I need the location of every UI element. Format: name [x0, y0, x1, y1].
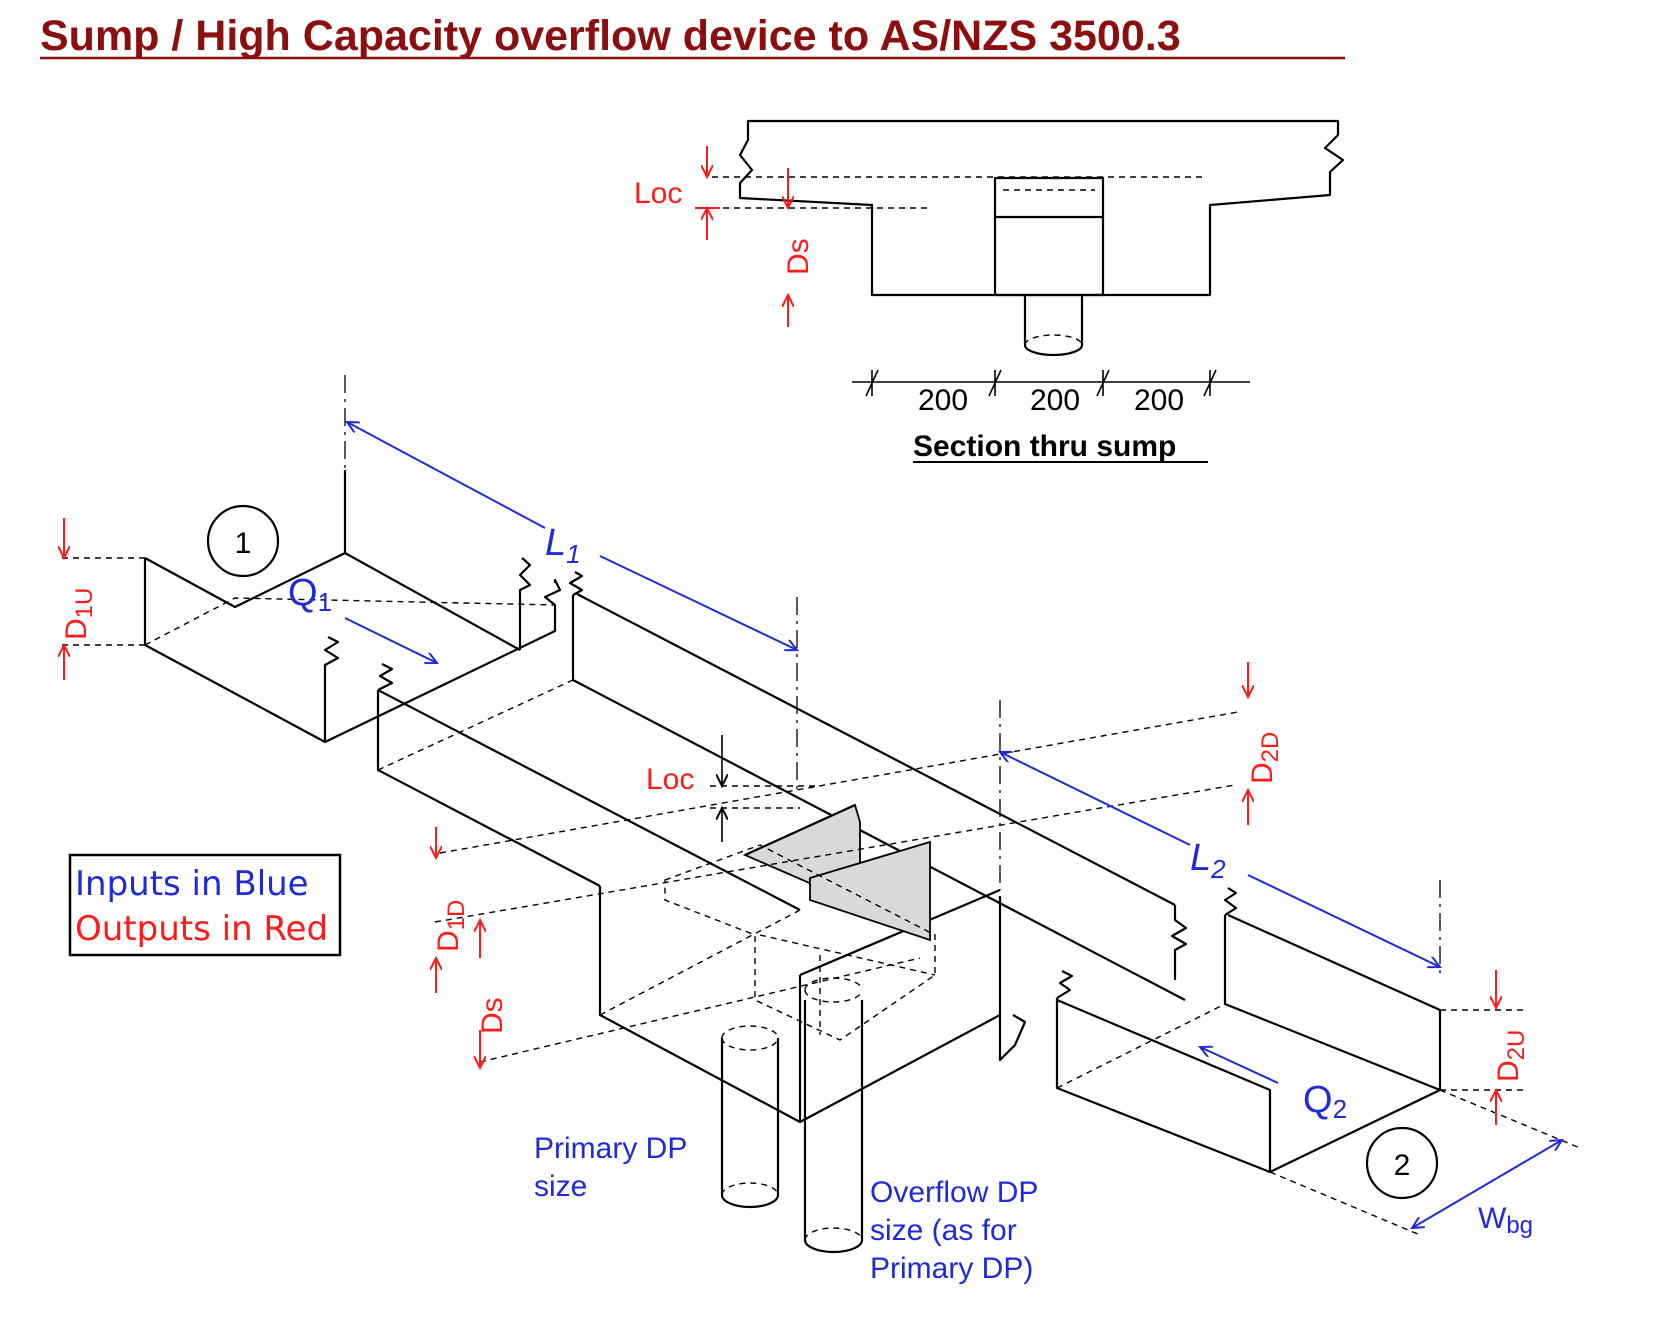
- q2-label: Q2: [1303, 1079, 1347, 1124]
- loc-extensions: [710, 785, 820, 809]
- section-caption: Section thru sump: [913, 430, 1176, 463]
- gutter1-number: 1: [235, 527, 252, 560]
- overflow-downpipe: [803, 1000, 864, 1240]
- q1-flow-arrow: [344, 617, 437, 663]
- gutter2-break-top: [1223, 887, 1238, 916]
- gutter-mid-top-front: [377, 689, 801, 911]
- legend-inputs: Inputs in Blue: [75, 864, 309, 904]
- gutter-mid-hidden-left: [377, 679, 574, 771]
- gutter-mid-break-left: [377, 663, 394, 691]
- d2u-label: D2U: [1492, 1030, 1530, 1082]
- gutter1-hidden: [144, 597, 556, 646]
- legend-outputs: Outputs in Red: [75, 909, 328, 949]
- gutter-markers: 1 2: [206, 504, 1439, 1200]
- section-downpipe-bottom: [1023, 344, 1084, 357]
- d2u-extensions: [1440, 1009, 1525, 1091]
- section-loc-label: Loc: [634, 177, 682, 210]
- sump-box-junction: [998, 1014, 1027, 1062]
- l2-arrow-end: [1247, 874, 1440, 967]
- gutter-mid-break-top: [568, 571, 584, 596]
- primary-downpipe-bottom: [720, 1194, 780, 1209]
- primary-dp-label: Primary DP size: [534, 1132, 695, 1203]
- gutter2-back: [1056, 998, 1272, 1172]
- section-view: Loc Ds 200 200 200 Section thru sump: [634, 119, 1345, 463]
- section-dim-ticks: [865, 369, 1217, 397]
- isometric-view: [60, 375, 1581, 1254]
- gutter2-back-wall: [1223, 915, 1441, 1092]
- gutter2-marker: [1365, 1126, 1439, 1200]
- l1-arrow-end: [599, 555, 797, 650]
- gutter-mid-top-back: [576, 593, 1176, 906]
- d2d-label: D2D: [1246, 732, 1284, 784]
- l2-label: L2: [1190, 837, 1226, 884]
- primary-downpipe-hidden: [721, 1025, 779, 1196]
- ds-label: Ds: [476, 997, 509, 1034]
- legend: Inputs in Blue Outputs in Red: [68, 853, 342, 957]
- wbg-extensions: [1269, 1089, 1581, 1236]
- q1-label: Q1: [288, 572, 332, 617]
- section-downpipe: [1023, 295, 1084, 345]
- overflow-box-hidden: [664, 844, 936, 1041]
- gutter1-back-wall: [344, 552, 532, 651]
- overflow-box-hidden-inner: [759, 934, 936, 1035]
- diagonal-extension-lines: [434, 711, 1239, 1063]
- gutter1-back-outline: [144, 470, 347, 609]
- section-downpipe-top-hidden: [1024, 334, 1083, 346]
- section-dim-1: 200: [918, 384, 968, 417]
- gutter1-end-wall: [323, 636, 340, 742]
- l2-arrow-start: [1000, 752, 1191, 846]
- loc-label: Loc: [646, 763, 694, 796]
- wbg-dimension: [1412, 1140, 1562, 1228]
- sump-box-top-right: [799, 888, 1001, 977]
- overflow-downpipe-hidden: [804, 977, 863, 1241]
- l1-label: L1: [545, 522, 581, 569]
- section-ds-label: Ds: [782, 238, 815, 275]
- legend-box: [68, 853, 342, 957]
- overflow-dp-label: Overflow DP size (as for Primary DP): [870, 1176, 1046, 1285]
- overflow-weir-right: [809, 840, 931, 942]
- gutter-mid-break-right: [1170, 905, 1188, 980]
- overflow-downpipe-bottom: [803, 1239, 864, 1254]
- d1u-extensions: [60, 557, 145, 646]
- page-title: Sump / High Capacity overflow device to …: [40, 12, 1181, 60]
- gutter2-hidden: [1056, 1003, 1226, 1089]
- l1-arrow-start: [347, 422, 546, 529]
- section-dim-2: 200: [1030, 384, 1080, 417]
- gutter2-number: 2: [1394, 1149, 1411, 1182]
- section-overflow-box: [993, 176, 1105, 297]
- input-dimensions: L1 L2 Q1 Q2 Wbg Primary DP size Overflow…: [288, 422, 1562, 1285]
- d1u-label: D1U: [60, 588, 98, 640]
- q2-flow-arrow: [1200, 1047, 1279, 1084]
- sump-box-hidden-back: [599, 909, 801, 1016]
- gutter2-break: [1056, 970, 1074, 999]
- d1d-label: D1D: [432, 900, 470, 952]
- wbg-label: Wbg: [1478, 1202, 1533, 1239]
- gutter1-marker: [206, 504, 280, 578]
- primary-downpipe: [720, 1038, 780, 1195]
- gutter2-top-back: [1227, 913, 1441, 1012]
- output-dimensions: D1U D1D Ds D2D D2U Loc: [60, 518, 1530, 1125]
- section-gutter-outline: [738, 119, 1345, 297]
- section-dim-3: 200: [1134, 384, 1184, 417]
